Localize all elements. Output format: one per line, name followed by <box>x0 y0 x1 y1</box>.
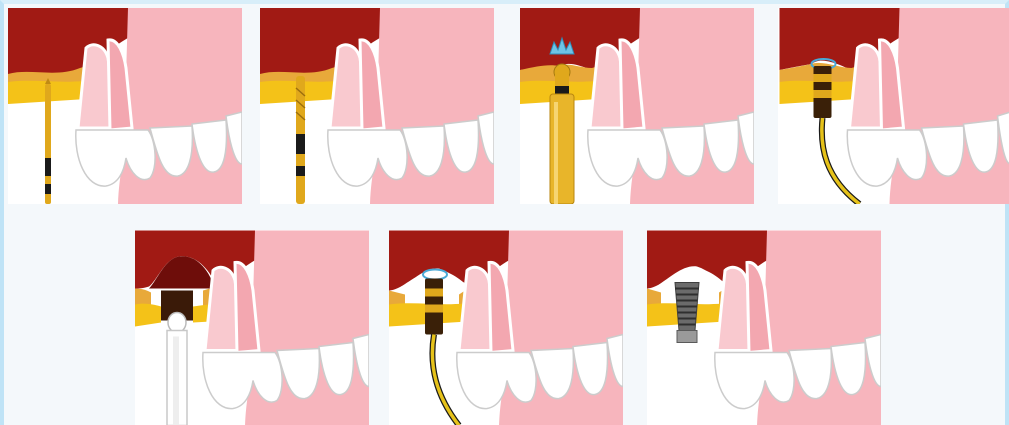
dental-implant-icon <box>675 283 699 343</box>
sinus-lift-illustration-7 <box>647 230 881 425</box>
twist-drill-icon <box>296 76 305 204</box>
bone-crest <box>135 304 161 327</box>
tooth-crown <box>715 353 794 409</box>
sinus-lift-illustration-1 <box>8 8 242 204</box>
tooth-crown <box>76 130 155 186</box>
panel-step-4-hydraulic-probe <box>778 8 1009 204</box>
panel-step-7-implant <box>647 230 881 425</box>
sinus-lift-illustration-2 <box>260 8 494 204</box>
pilot-drill-icon <box>45 78 51 204</box>
sinus-lift-illustration-5 <box>135 230 369 425</box>
bone-graft-carrier-icon <box>167 313 187 425</box>
tooth-crown <box>328 130 407 186</box>
tooth-crown <box>203 353 282 409</box>
tooth-crown <box>457 353 536 409</box>
sinus-lift-illustration-3 <box>520 8 754 204</box>
tooth-crown <box>588 130 667 186</box>
panel-step-2-twist-drill <box>260 8 494 204</box>
panel-step-5-bone-graft <box>135 230 369 425</box>
panel-step-6-hydraulic-probe <box>389 230 623 425</box>
tooth-crown <box>847 130 926 186</box>
panel-step-1-pilot-drill <box>8 8 242 204</box>
panel-step-3-osteotome <box>520 8 754 204</box>
sinus-lift-illustration-6 <box>389 230 623 425</box>
sinus-lift-illustration-4 <box>778 8 1009 204</box>
